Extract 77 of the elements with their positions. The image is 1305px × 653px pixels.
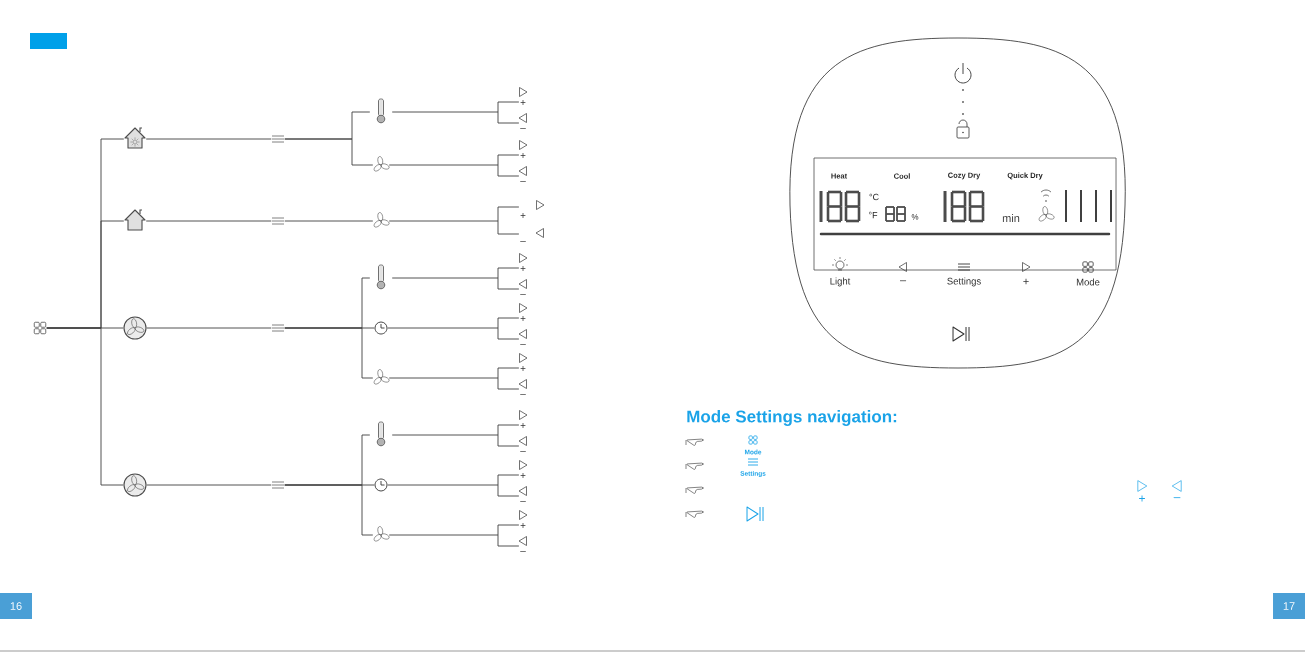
menu-icon (271, 217, 285, 225)
adjust-keys: + – (518, 353, 528, 395)
key-symbol: + (1139, 495, 1145, 502)
connector-line (284, 220, 374, 222)
menu-icon (271, 324, 285, 332)
connector-line (391, 424, 520, 447)
fan-icon (373, 212, 390, 228)
connector-line (391, 267, 520, 290)
thermometer-icon (376, 264, 386, 290)
node-label: + (520, 366, 526, 372)
fan-icon (373, 526, 390, 542)
button-label: + (1023, 278, 1029, 285)
connector-line (146, 484, 272, 486)
node-label: – (520, 181, 526, 182)
connector-line (388, 206, 520, 235)
connector-line (145, 138, 272, 140)
house-icon (124, 127, 146, 149)
connector-line (284, 484, 374, 536)
fan-icon (123, 473, 147, 497)
page-number: 16 (0, 593, 32, 619)
node-label: + (520, 100, 526, 106)
adjust-keys: + – (518, 410, 528, 452)
menu-icon (271, 481, 285, 489)
connector-line (388, 367, 520, 390)
adjust-keys: + – (518, 510, 528, 552)
node-label: + (520, 316, 526, 322)
unit-label: % (911, 214, 919, 220)
unit-label: °F (869, 211, 878, 219)
adjust-keys: + – (520, 200, 545, 242)
node-label: – (520, 344, 526, 345)
house-icon (124, 209, 146, 231)
node-label: + (520, 473, 526, 479)
node-label: + (520, 266, 526, 272)
node-label: – (520, 394, 526, 395)
adjust-keys: + – (518, 253, 528, 295)
connector-line (284, 138, 374, 166)
connector-line (146, 327, 272, 329)
adjust-keys: + – (518, 460, 528, 502)
connector-line (387, 317, 520, 340)
node-label: + (520, 423, 526, 429)
connector-line (388, 524, 520, 547)
node-label: – (520, 501, 526, 502)
key-symbol: – (1173, 497, 1181, 499)
fan-icon (373, 156, 390, 172)
clock-icon (374, 478, 388, 492)
section-heading: Mode Settings navigation: (687, 410, 897, 426)
connector-line (388, 154, 520, 177)
node-label: + (520, 523, 526, 529)
adjust-keys: + – (518, 303, 528, 345)
mode-icon (33, 321, 47, 335)
node-label: – (520, 294, 526, 295)
node-label: + (520, 153, 526, 159)
page-number: 17 (1273, 593, 1305, 619)
connector-line (145, 220, 272, 222)
connector-line (387, 474, 520, 497)
thermometer-icon (376, 98, 386, 124)
node-label: – (520, 128, 526, 129)
node-label: + (520, 213, 526, 219)
button-label: Mode (1076, 278, 1100, 286)
adjust-keys: + – (518, 87, 528, 129)
node-label: – (520, 241, 526, 242)
node-label: – (520, 551, 526, 552)
unit-label: °C (869, 193, 879, 201)
clock-icon (374, 321, 388, 335)
fan-icon (123, 316, 147, 340)
thermometer-icon (376, 421, 386, 447)
adjust-keys: + – (518, 140, 528, 182)
fan-icon (373, 369, 390, 385)
button-label: Settings (947, 277, 981, 287)
connector-line (391, 101, 520, 124)
connector-line (46, 327, 124, 486)
connector-line (284, 327, 374, 379)
menu-icon (271, 135, 285, 143)
node-label: – (520, 451, 526, 452)
unit-label: min (1002, 214, 1020, 222)
button-label: – (899, 280, 907, 282)
button-label: Light (830, 277, 851, 287)
